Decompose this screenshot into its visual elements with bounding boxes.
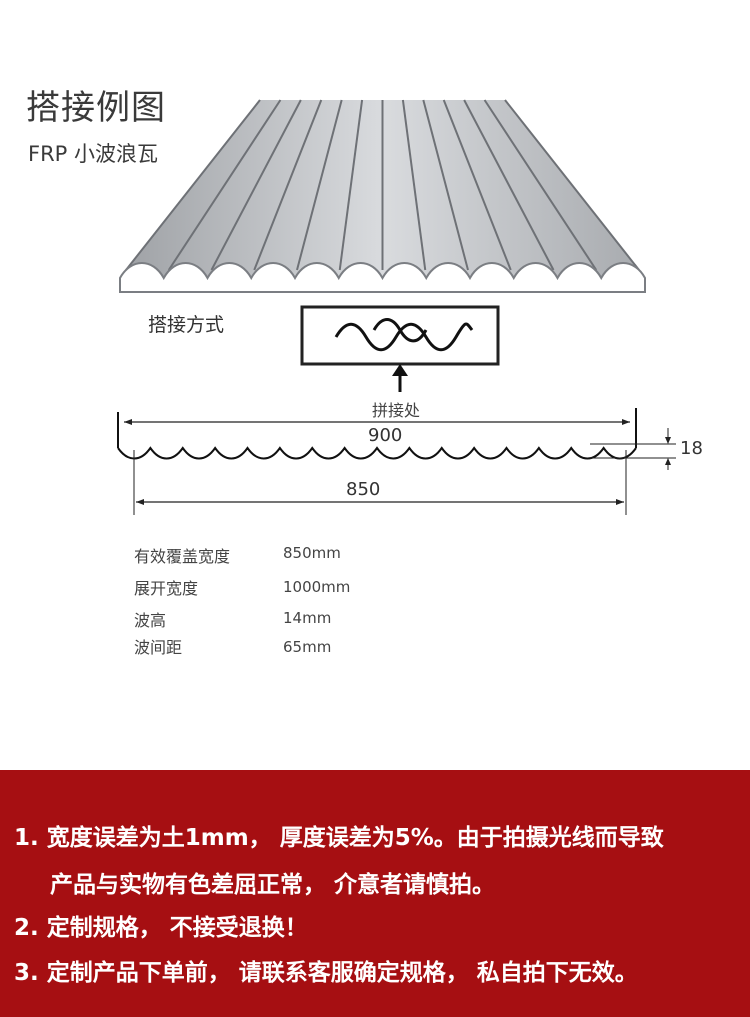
spec-label: 展开宽度: [134, 579, 199, 598]
spec-value: 65mm: [283, 638, 332, 656]
spec-value: 14mm: [283, 609, 332, 627]
overlap-method-label: 搭接方式: [148, 314, 225, 336]
total-width-dimension: 900: [368, 425, 403, 446]
overlap-box: [300, 305, 500, 366]
overlap-wave-icon: [334, 322, 474, 352]
panel-illustration: [117, 99, 676, 515]
spec-value: 850mm: [283, 544, 341, 562]
spec-label: 波高: [134, 611, 167, 630]
product-subtitle: FRP 小波浪瓦: [28, 142, 159, 166]
spec-label: 有效覆盖宽度: [134, 547, 231, 566]
spec-label: 波间距: [134, 638, 183, 657]
notice-line: 2. 定制规格， 不接受退换！: [14, 915, 308, 941]
corrugated-sheet-image: [119, 99, 646, 293]
page-title: 搭接例图: [26, 88, 166, 128]
notice-line: 3. 定制产品下单前， 请联系客服确定规格， 私自拍下无效。: [14, 960, 638, 986]
seam-label: 拼接处: [372, 401, 421, 420]
notice-line: 1. 宽度误差为土1mm， 厚度误差为5%。由于拍摄光线而导致: [14, 825, 664, 851]
diagram-area: 搭接例图 FRP 小波浪瓦 搭接方式 拼接处 900 850 18 有效覆盖宽度…: [26, 88, 703, 657]
spec-value: 1000mm: [283, 578, 351, 596]
effective-width-dimension: 850: [346, 479, 381, 500]
height-dimension: 18: [680, 438, 703, 459]
notice-banner: 1. 宽度误差为土1mm， 厚度误差为5%。由于拍摄光线而导致 产品与实物有色差…: [0, 770, 750, 1017]
notice-line: 产品与实物有色差屈正常， 介意者请慎拍。: [50, 872, 496, 898]
profile-section: [117, 408, 676, 515]
